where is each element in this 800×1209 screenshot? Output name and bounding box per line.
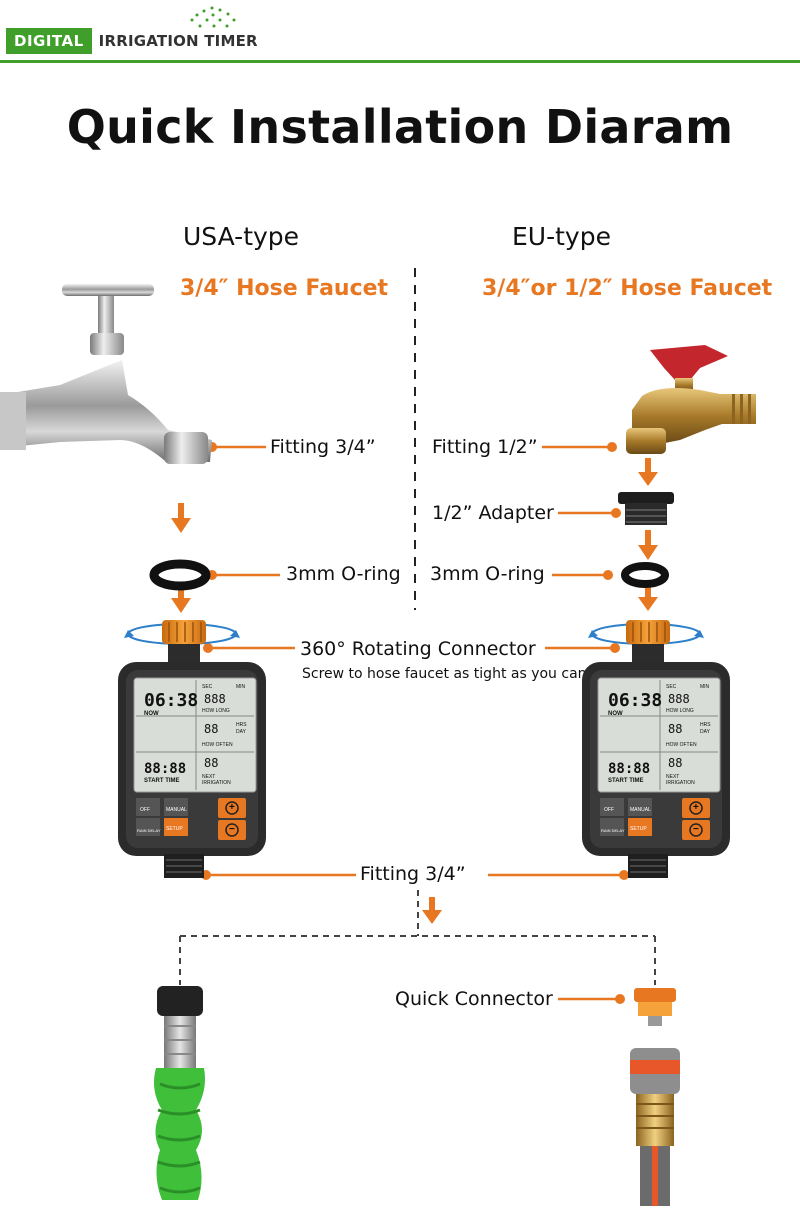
sprinkler-dots-icon	[190, 6, 236, 28]
quick-connector-label: Quick Connector	[395, 988, 553, 1010]
minus-button[interactable]: −	[229, 824, 235, 835]
header-divider	[0, 60, 800, 63]
fitting-bottom-label: Fitting 3/4”	[360, 863, 466, 885]
brand-badge: DIGITAL	[6, 28, 92, 54]
gray-hose	[630, 1048, 680, 1206]
fitting-eu-label: Fitting 1/2”	[432, 436, 538, 458]
adapter-label: 1/2” Adapter	[432, 502, 554, 524]
rain-delay-button[interactable]: RAIN DELAY	[601, 828, 625, 833]
oring-usa	[149, 559, 211, 591]
quick-connector-part	[634, 988, 676, 1026]
setup-button[interactable]: SETUP	[630, 826, 647, 832]
green-hose	[154, 986, 205, 1200]
faucet-handle	[62, 284, 154, 296]
faucet-outlet	[164, 432, 208, 464]
usa-type-heading: USA-type	[183, 222, 300, 251]
manual-button[interactable]: MANUAL	[166, 807, 187, 813]
timer-usa-screen: 06:38 NOW 88:88 START TIME SEC MIN 888 H…	[144, 684, 247, 786]
bottom-bracket	[179, 890, 656, 985]
brand-name: IRRIGATION TIMER	[98, 32, 258, 50]
off-button[interactable]: OFF	[604, 807, 614, 813]
rotating-connector-note: Screw to hose faucet as tight as you can…	[302, 666, 591, 682]
brand-header: DIGITAL IRRIGATION TIMER	[6, 28, 258, 54]
oring-eu-label: 3mm O-ring	[430, 563, 545, 585]
off-button[interactable]: OFF	[140, 807, 150, 813]
timer-eu-buttons: OFF MANUAL RAIN DELAY SETUP + −	[600, 798, 720, 838]
usa-faucet-label: 3/4″ Hose Faucet	[180, 276, 389, 301]
manual-button[interactable]: MANUAL	[630, 807, 651, 813]
plus-button[interactable]: +	[229, 802, 235, 813]
page-title: Quick Installation Diaram	[66, 100, 734, 154]
down-arrow-icon	[171, 458, 658, 924]
oring-usa-label: 3mm O-ring	[286, 563, 401, 585]
eu-type-heading: EU-type	[512, 222, 611, 251]
fitting-usa-label: Fitting 3/4”	[270, 436, 376, 458]
faucet-red-handle	[650, 345, 728, 380]
timer-eu-screen: 06:38 NOW 88:88 START TIME SEC MIN 888 H…	[608, 684, 711, 786]
minus-button[interactable]: −	[693, 824, 699, 835]
clock-display: 06:38	[144, 690, 199, 711]
plus-button[interactable]: +	[693, 802, 699, 813]
rain-delay-button[interactable]: RAIN DELAY	[137, 828, 161, 833]
timer-usa-buttons: OFF MANUAL RAIN DELAY SETUP + −	[136, 798, 256, 838]
oring-eu	[621, 562, 669, 588]
adapter-part	[618, 492, 674, 525]
eu-faucet-label: 3/4″or 1/2″ Hose Faucet	[482, 276, 773, 301]
setup-button[interactable]: SETUP	[166, 826, 183, 832]
rotating-connector-label: 360° Rotating Connector	[300, 638, 536, 660]
